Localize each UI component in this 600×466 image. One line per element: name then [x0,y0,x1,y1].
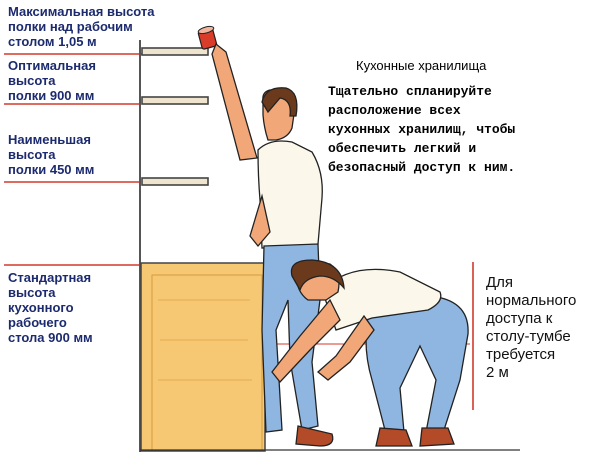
standing-man [211,42,334,447]
diagram-title: Кухонные хранилища [356,58,487,73]
access-label: Для нормального доступа к столу-тумбе тр… [486,274,577,381]
label-min-shelf: Наименьшая высота полки 450 мм [8,132,95,177]
label-std-counter: Стандартная высота кухонного рабочего ст… [8,270,93,345]
storage-note: Тщательно спланируйте расположение всех … [328,84,516,175]
raised-arm [211,42,258,161]
shelf-bottom [141,177,209,186]
crouching-hair [290,259,345,292]
crouching-shirt [321,268,442,331]
shelves [141,47,209,186]
label-opt-shelf: Оптимальная высота полки 900 мм [8,58,96,103]
base-cabinet [140,262,266,452]
label-max-shelf: Максимальная высота полки над рабочим ст… [8,4,155,49]
shelf-middle [141,96,209,105]
standing-shoe [295,425,334,447]
cup-icon [197,25,218,50]
shelf-top [141,47,209,56]
crouching-man [271,259,469,447]
standing-shirt [257,140,323,249]
standing-hair [261,87,298,117]
crouching-arm [271,298,341,383]
